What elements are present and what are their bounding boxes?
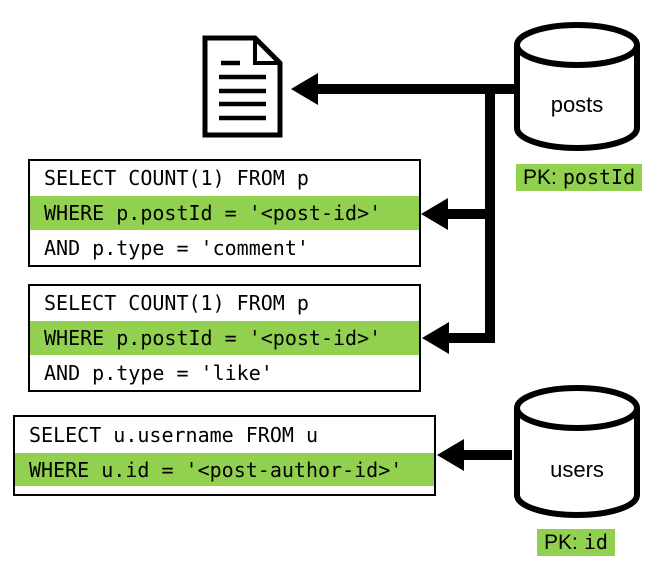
- arrowhead-to-username-query: [437, 439, 464, 471]
- users-database-label: users: [550, 457, 604, 482]
- query-box-comment-count: SELECT COUNT(1) FROM p WHERE p.postId = …: [28, 159, 421, 267]
- users-database-cylinder-icon: [514, 385, 640, 518]
- posts-primary-key-badge: PK:postId: [516, 164, 643, 191]
- arrowhead-to-like-query: [422, 322, 449, 354]
- arrowhead-to-document: [291, 73, 318, 105]
- pk-label: PK:: [544, 531, 578, 554]
- posts-arrow-group: [317, 84, 515, 343]
- query-line-highlighted: WHERE p.postId = '<post-id>': [30, 320, 419, 356]
- document-page: [202, 35, 283, 138]
- pk-value: id: [583, 530, 608, 554]
- query-line: SELECT COUNT(1) FROM p: [44, 291, 309, 316]
- query-line-highlighted: WHERE p.postId = '<post-id>': [30, 195, 419, 231]
- query-line: AND p.type = 'comment': [44, 235, 309, 260]
- cylinder-top: [514, 22, 640, 68]
- query-line: SELECT COUNT(1) FROM p: [44, 166, 309, 191]
- query-line: SELECT u.username FROM u: [29, 423, 318, 447]
- pk-value: postId: [562, 165, 636, 189]
- document-text-lines: [219, 60, 266, 121]
- query-line-highlighted: WHERE u.id = '<post-author-id>': [15, 453, 434, 486]
- cylinder-body: [514, 45, 640, 151]
- query-box-username: SELECT u.username FROM u WHERE u.id = '<…: [13, 415, 436, 496]
- posts-database-cylinder-icon: [514, 22, 640, 151]
- cylinder-top: [514, 385, 640, 431]
- query-line: AND p.type = 'like': [44, 360, 273, 385]
- posts-database-label: posts: [550, 92, 604, 117]
- document-fold: [253, 39, 279, 65]
- users-primary-key-badge: PK:id: [537, 529, 615, 556]
- pk-label: PK:: [523, 166, 557, 189]
- query-box-like-count: SELECT COUNT(1) FROM p WHERE p.postId = …: [28, 284, 421, 392]
- arrowhead-to-comment-query: [421, 198, 448, 230]
- cylinder-body: [514, 408, 640, 518]
- document-icon: [202, 35, 283, 138]
